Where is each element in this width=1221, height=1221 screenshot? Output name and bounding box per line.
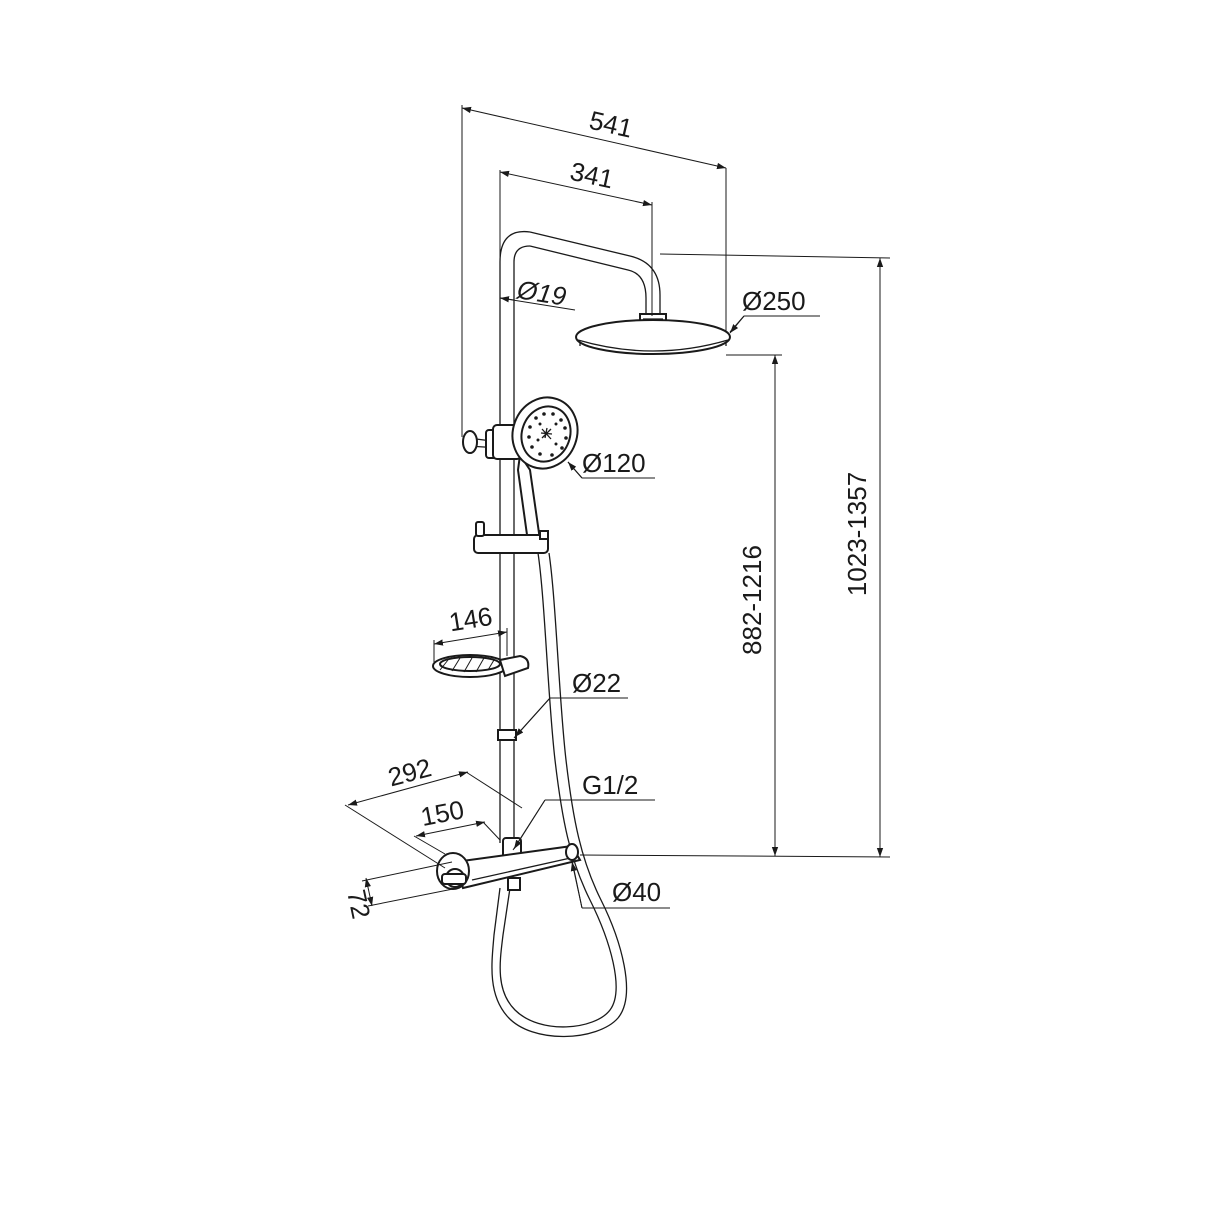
- dim-head-height-label: 1023-1357: [842, 472, 872, 596]
- dim-soap-dish: 146: [433, 601, 508, 662]
- dim-rain-head-diameter-label: Ø250: [742, 286, 806, 316]
- hand-shower: [492, 396, 579, 544]
- riser-joint: [497, 729, 517, 741]
- dim-rail-height: 882-1216: [726, 354, 782, 856]
- dim-mixer-diameter: Ø40: [570, 859, 670, 909]
- dim-hand-shower-diameter-label: Ø120: [582, 448, 646, 478]
- soap-dish: [432, 654, 530, 678]
- dim-head-height: 1023-1357: [579, 253, 891, 858]
- dim-341: 341: [499, 156, 653, 316]
- dim-riser-diameter: Ø22: [513, 668, 628, 739]
- dim-mixer-length-label: 292: [385, 752, 435, 792]
- dim-soap-dish-label: 146: [447, 601, 495, 637]
- dim-arm-diameter: Ø19: [499, 274, 576, 312]
- dim-hand-shower-diameter: Ø120: [567, 448, 655, 479]
- dim-mixer-diameter-label: Ø40: [612, 877, 661, 907]
- dim-connection-thread-label: G1/2: [582, 770, 638, 800]
- overhead-rain-shower: [575, 313, 731, 355]
- dim-wall-offset-label: 72: [341, 887, 376, 922]
- dim-riser-diameter-label: Ø22: [572, 668, 621, 698]
- spray-nozzles: [527, 412, 568, 457]
- dim-connection-thread: G1/2: [512, 770, 655, 851]
- slide-bar-holder: [473, 521, 549, 554]
- dim-rail-height-label: 882-1216: [737, 545, 767, 655]
- thermostatic-mixer: [436, 837, 582, 891]
- dim-arm-diameter-label: Ø19: [514, 274, 568, 311]
- dim-connection-center-label: 150: [418, 794, 466, 832]
- hose: [491, 552, 628, 1038]
- dim-connection-center: 150: [413, 794, 501, 855]
- dim-rain-head-diameter: Ø250: [729, 286, 820, 334]
- dim-541: 541: [461, 105, 727, 437]
- dim-wall-offset: 72: [341, 861, 459, 922]
